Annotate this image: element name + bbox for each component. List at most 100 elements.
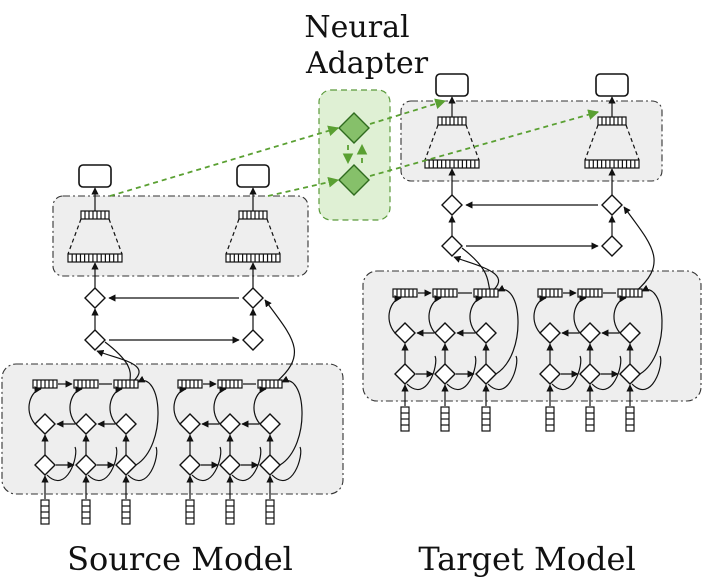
output-box: [236, 164, 270, 188]
vector-bar-frame: [67, 253, 123, 263]
recurrent-arc: [406, 355, 437, 391]
recurrent-arc: [46, 446, 77, 482]
encoder-node: [34, 454, 56, 476]
input-token: [625, 406, 635, 432]
decoder-bottom-bar: [225, 253, 281, 263]
adapter-to-target: [369, 98, 447, 125]
target-model-label: Target Model: [418, 540, 635, 578]
recurrent-arc: [135, 375, 159, 466]
state-node: [84, 287, 106, 309]
encoder-node: [259, 413, 281, 435]
recurrent-arc: [551, 355, 582, 391]
input-token: [481, 406, 491, 432]
decoder-top-bar: [437, 116, 467, 126]
output-box: [435, 73, 469, 97]
recurrent-arc: [487, 355, 518, 391]
decoder-bottom-bar: [424, 159, 480, 169]
recurrent-arc: [631, 355, 662, 391]
state-node: [84, 329, 106, 351]
target-model: [362, 73, 702, 432]
encoder-node: [619, 363, 641, 385]
encoder-node: [219, 454, 241, 476]
encoder-node: [115, 413, 137, 435]
decoder-block: [225, 210, 281, 263]
input-token: [545, 406, 555, 432]
encoder-vector: [113, 379, 139, 389]
decoder-side: [225, 218, 240, 255]
decoder-side: [266, 218, 281, 255]
decoder-block: [67, 210, 123, 263]
encoder-vector: [577, 288, 603, 298]
input-token: [40, 499, 50, 525]
decoder-side: [108, 218, 123, 255]
encoder-node: [434, 322, 456, 344]
decoder-side: [584, 124, 599, 161]
attention-curve: [96, 350, 140, 385]
recurrent-arc: [446, 355, 477, 391]
input-token: [81, 499, 91, 525]
node-to-vector: [173, 386, 187, 425]
decoder-side: [625, 124, 640, 161]
node-to-vector: [428, 295, 442, 334]
encoder-vector: [177, 379, 203, 389]
input-token: [225, 499, 235, 525]
decoder-top-bar: [597, 116, 627, 126]
vector-bar-frame: [238, 210, 268, 220]
encoder-vector: [32, 379, 58, 389]
source-model: [1, 164, 344, 525]
recurrent-arc: [495, 284, 519, 375]
encoder-node: [179, 454, 201, 476]
encoder-node: [34, 413, 56, 435]
decoder-panel: [52, 195, 309, 277]
encoder-node: [475, 363, 497, 385]
encoder-vector: [217, 379, 243, 389]
state-node: [242, 329, 264, 351]
encoder-node: [539, 322, 561, 344]
source-to-adapter: [267, 176, 340, 197]
node-to-vector: [213, 386, 227, 425]
decoder-side: [67, 218, 82, 255]
decoder-top-bar: [80, 210, 110, 220]
recurrent-arc: [271, 446, 302, 482]
encoder-vector: [537, 288, 563, 298]
adapter-to-target: [369, 109, 600, 177]
vector-bar-frame: [80, 210, 110, 220]
decoder-side: [465, 124, 480, 161]
node-to-vector: [69, 386, 83, 425]
encoder-node: [75, 413, 97, 435]
recurrent-arc: [279, 375, 303, 466]
encoder-vector: [73, 379, 99, 389]
recurrent-arc: [87, 446, 118, 482]
encoder-node: [619, 322, 641, 344]
recurrent-arc: [231, 446, 262, 482]
attention-curve: [453, 256, 500, 294]
adapter-node-lower: [338, 164, 370, 196]
input-token: [265, 499, 275, 525]
encoder-node: [579, 322, 601, 344]
vector-bar-frame: [424, 159, 480, 169]
encoder-vector: [617, 288, 643, 298]
vector-bar-frame: [597, 116, 627, 126]
recurrent-arc: [639, 284, 663, 375]
encoder-vector: [432, 288, 458, 298]
output-box: [595, 73, 629, 97]
decoder-bottom-bar: [584, 159, 640, 169]
node-to-vector: [613, 295, 627, 334]
encoder-node: [115, 454, 137, 476]
encoder-node: [219, 413, 241, 435]
recurrent-arc: [591, 355, 622, 391]
state-node: [601, 194, 623, 216]
input-token: [121, 499, 131, 525]
decoder-block: [424, 116, 480, 169]
attention-curve: [104, 341, 131, 382]
state-node: [601, 235, 623, 257]
input-token: [400, 406, 410, 432]
decoder-panel: [400, 100, 663, 182]
attention-curve: [461, 247, 491, 291]
encoder-node: [434, 363, 456, 385]
recurrent-arc: [191, 446, 222, 482]
encoder-node: [539, 363, 561, 385]
encoder-node: [394, 363, 416, 385]
source-to-adapter: [109, 125, 340, 197]
